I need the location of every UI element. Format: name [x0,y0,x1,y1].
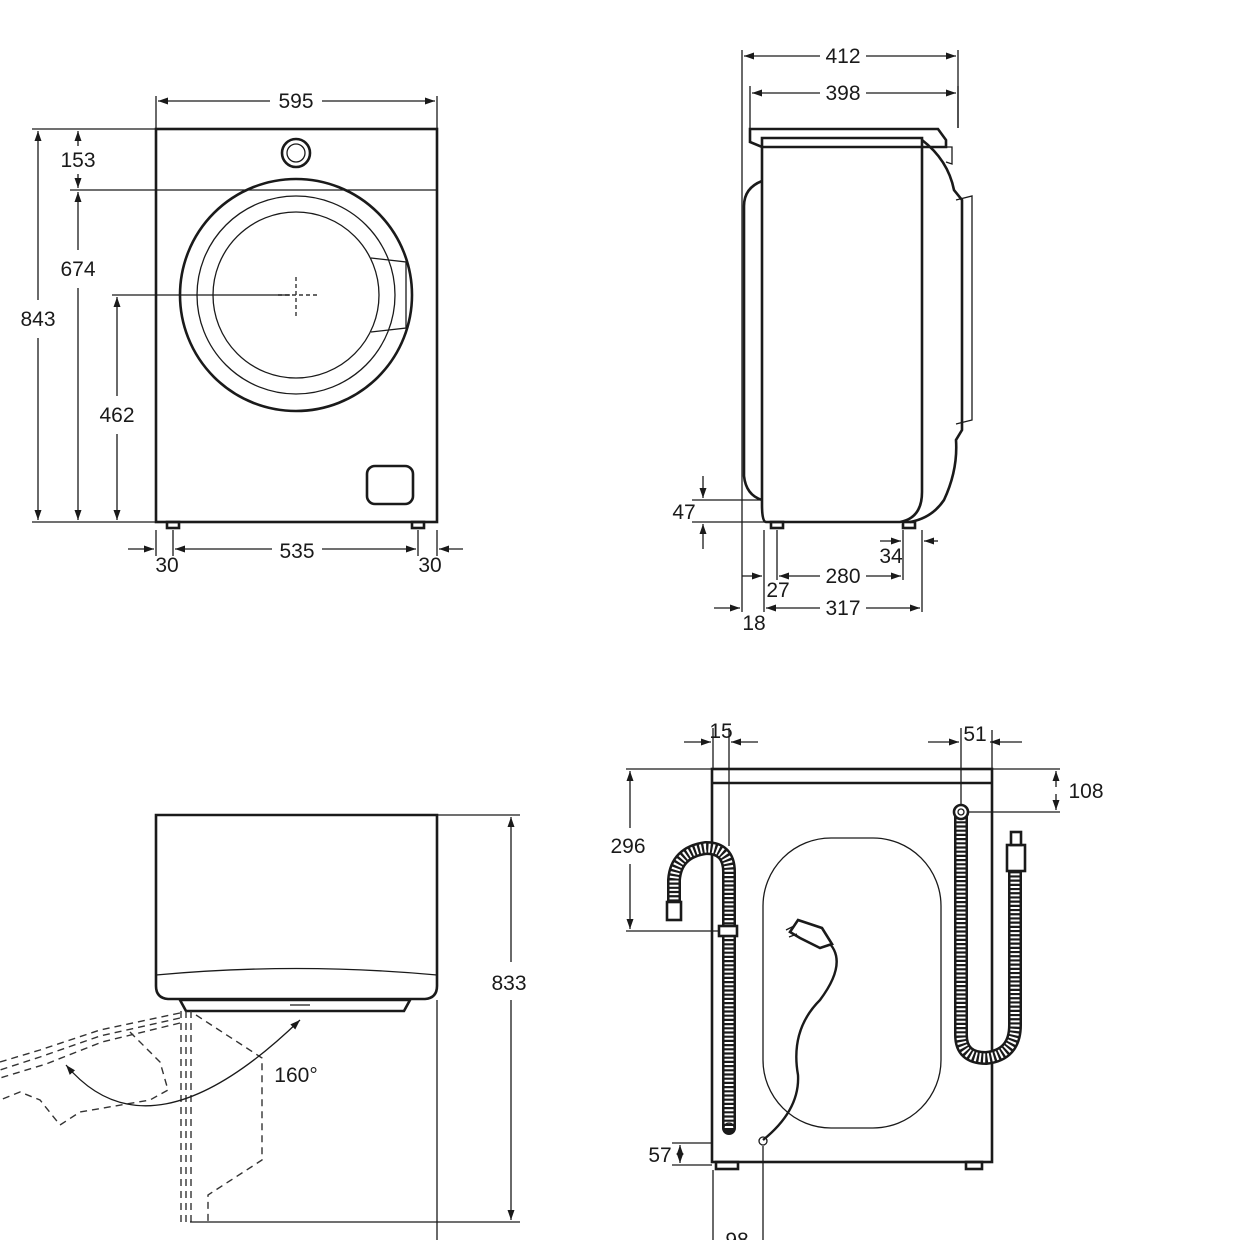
machine-body-side [760,136,924,524]
filter-cover [365,464,415,506]
back-view: 15 51 108 296 57 98 [610,720,1104,1240]
dim-door-area-height: 674 [60,258,95,281]
side-view: 412 398 47 34 280 27 317 18 [672,45,973,635]
back-panel [762,837,942,1129]
dim-rear-to-foot: 317 [825,597,860,620]
hose-icon [665,841,739,1135]
dim-foot-height: 47 [672,501,695,524]
opening-arc [65,1019,301,1107]
foot-left [165,520,181,530]
dim-front-overhang: 18 [742,612,765,635]
dim-bottom-offset: 98 [725,1229,748,1240]
inlet-hose-icon [952,803,1027,1065]
door-glass-side [955,195,973,425]
dim-height-total: 843 [20,308,55,331]
dim-inlet-height: 108 [1068,780,1103,803]
machine-body-top [154,813,439,1001]
door-closed-top [177,998,413,1013]
dim-depth-body: 398 [825,82,860,105]
power-plug-icon [758,918,838,1146]
back-foot-right [964,1160,984,1171]
dim-drain-hook-height: 296 [610,835,645,858]
door-handle [370,257,407,333]
side-foot-rear [769,520,785,530]
dim-foot-offset-rear: 34 [879,545,903,568]
side-foot-front [901,520,917,530]
door-opening-view: 160° 833 [0,813,527,1240]
back-foot-left [714,1160,740,1171]
foot-right [410,520,426,530]
dim-door-opening-angle: 160° [274,1064,317,1087]
door-profile [909,138,964,524]
dim-foot-spacing: 535 [279,540,314,563]
dim-cable-height: 57 [648,1144,671,1167]
panel-knob-side [945,146,953,165]
dim-foot-offset-front: 27 [766,579,789,602]
dim-foot-inset-right: 30 [418,554,441,577]
dim-depth-total: 412 [825,45,860,68]
dim-foot-inset-left: 30 [155,554,178,577]
door-line-top [155,967,438,976]
machine-body-back [710,767,994,1164]
dim-width-total: 595 [278,90,313,113]
rear-curve [742,179,763,502]
dim-drain-offset: 15 [709,720,732,743]
dim-total-height: 833 [491,972,526,995]
front-view: 595 843 153 674 462 30 535 30 [20,90,463,577]
dim-control-panel-height: 153 [60,149,95,172]
program-knob-icon [280,137,312,169]
dim-door-center-height: 462 [99,404,134,427]
dim-side-foot-spacing: 280 [825,565,860,588]
dim-inlet-offset: 51 [963,723,986,746]
machine-body-front [154,127,439,524]
